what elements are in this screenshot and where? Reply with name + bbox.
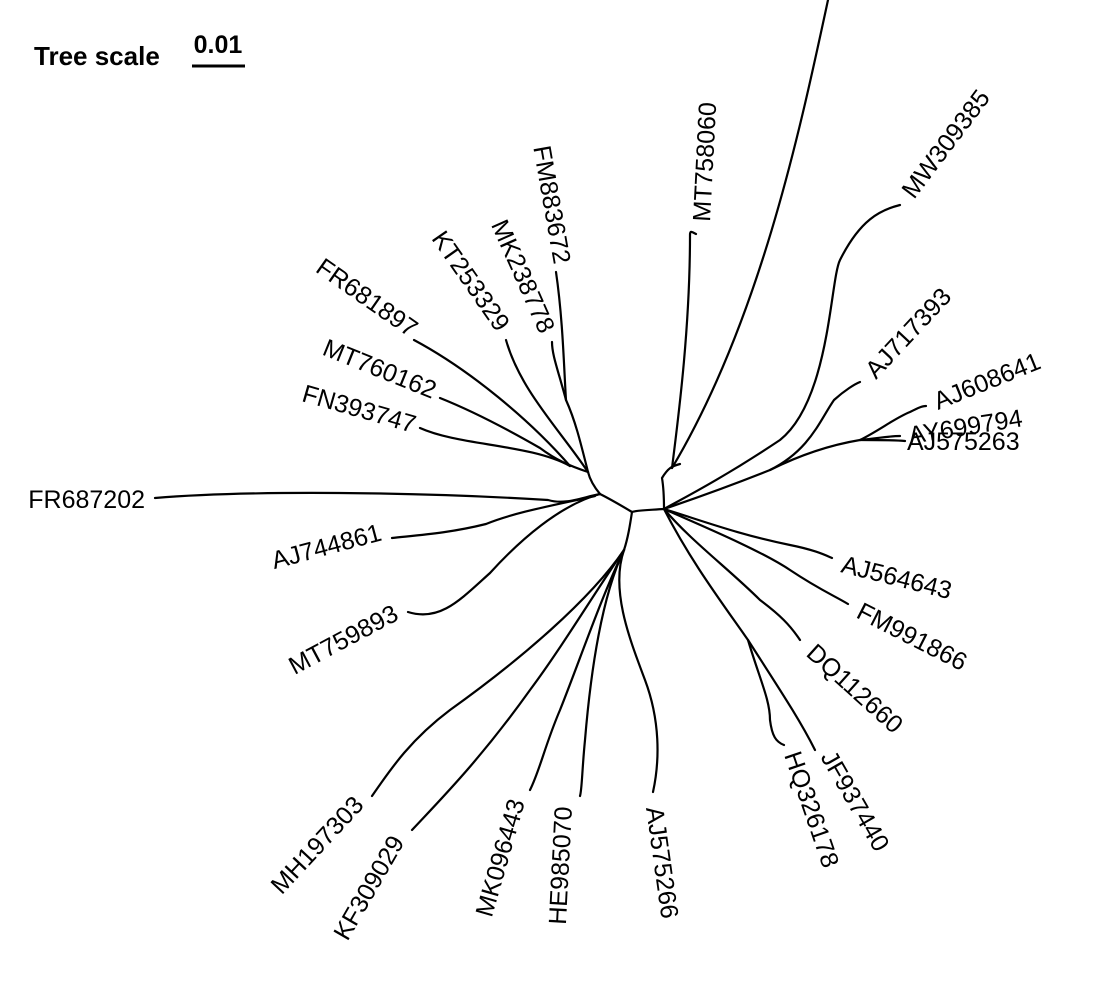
leaf-label-aj564643: AJ564643 [839,551,955,605]
leaf-label-mt759893: MT759893 [284,600,403,681]
tree-scale-value: 0.01 [194,31,243,59]
leaf-label-aj744861: AJ744861 [269,519,385,575]
branch-leaf-mw309385 [662,203,902,511]
branch-leaf-aj608641 [768,404,928,472]
branch-leaf-fr681897 [412,338,572,468]
tree-branches [153,0,928,832]
branch-leaf-fm883672 [554,270,568,402]
branch-leaf-fm991866 [662,507,850,606]
branch-left-clade [598,492,634,514]
branch-leaf-aj564643 [662,507,834,560]
branch-leaf-aj744861 [390,494,597,540]
leaf-label-fr681897: FR681897 [311,253,423,343]
tree-leaf-labels: FR687202 AJ744861 MT759893 FN393747 MT76… [28,85,1044,945]
branch-leaf-mk096443 [528,548,626,792]
leaf-label-aj575266: AJ575266 [640,805,683,920]
leaf-label-aj717393: AJ717393 [860,283,957,384]
branch-upper-left [586,470,602,496]
branch-bottom-clade [622,510,634,552]
leaf-label-fm883672: FM883672 [527,143,575,266]
branch-leaf-mt759893 [406,492,602,616]
leaf-label-mw309385: MW309385 [896,85,995,204]
branch-leaf-he985070 [578,548,626,798]
leaf-label-aj608641: AJ608641 [930,347,1045,415]
branch-root [630,507,666,514]
leaf-label-he985070: HE985070 [544,806,578,925]
leaf-label-kf309029: KF309029 [328,831,410,945]
branch-long-up [670,0,830,470]
leaf-label-fr687202: FR687202 [28,486,145,514]
branch-leaf-kf309029 [410,548,626,832]
branch-leaf-kt253329 [504,338,590,474]
tree-scale-legend: Tree scale 0.01 [34,31,245,71]
tree-scale-title: Tree scale [34,41,160,71]
branch-leaf-fr687202 [153,491,602,503]
leaf-label-mk096443: MK096443 [471,796,531,920]
leaf-label-dq112660: DQ112660 [801,639,908,739]
branch-leaf-aj575263 [858,438,907,443]
leaf-label-mh197303: MH197303 [265,791,369,900]
branch-leaf-aj717393 [662,380,862,511]
branch-leaf-mt758060 [670,230,698,470]
branch-leaf-mh197303 [370,548,626,798]
branch-leaf-aj575266 [618,548,659,794]
leaf-label-aj575263: AJ575263 [907,428,1020,456]
branch-leaf-dq112660 [662,507,802,642]
branch-leaf-fn393747 [418,426,572,468]
leaf-label-mt758060: MT758060 [688,101,722,222]
leaf-label-fm991866: FM991866 [852,597,971,676]
branch-leaf-hq326178 [746,638,786,747]
